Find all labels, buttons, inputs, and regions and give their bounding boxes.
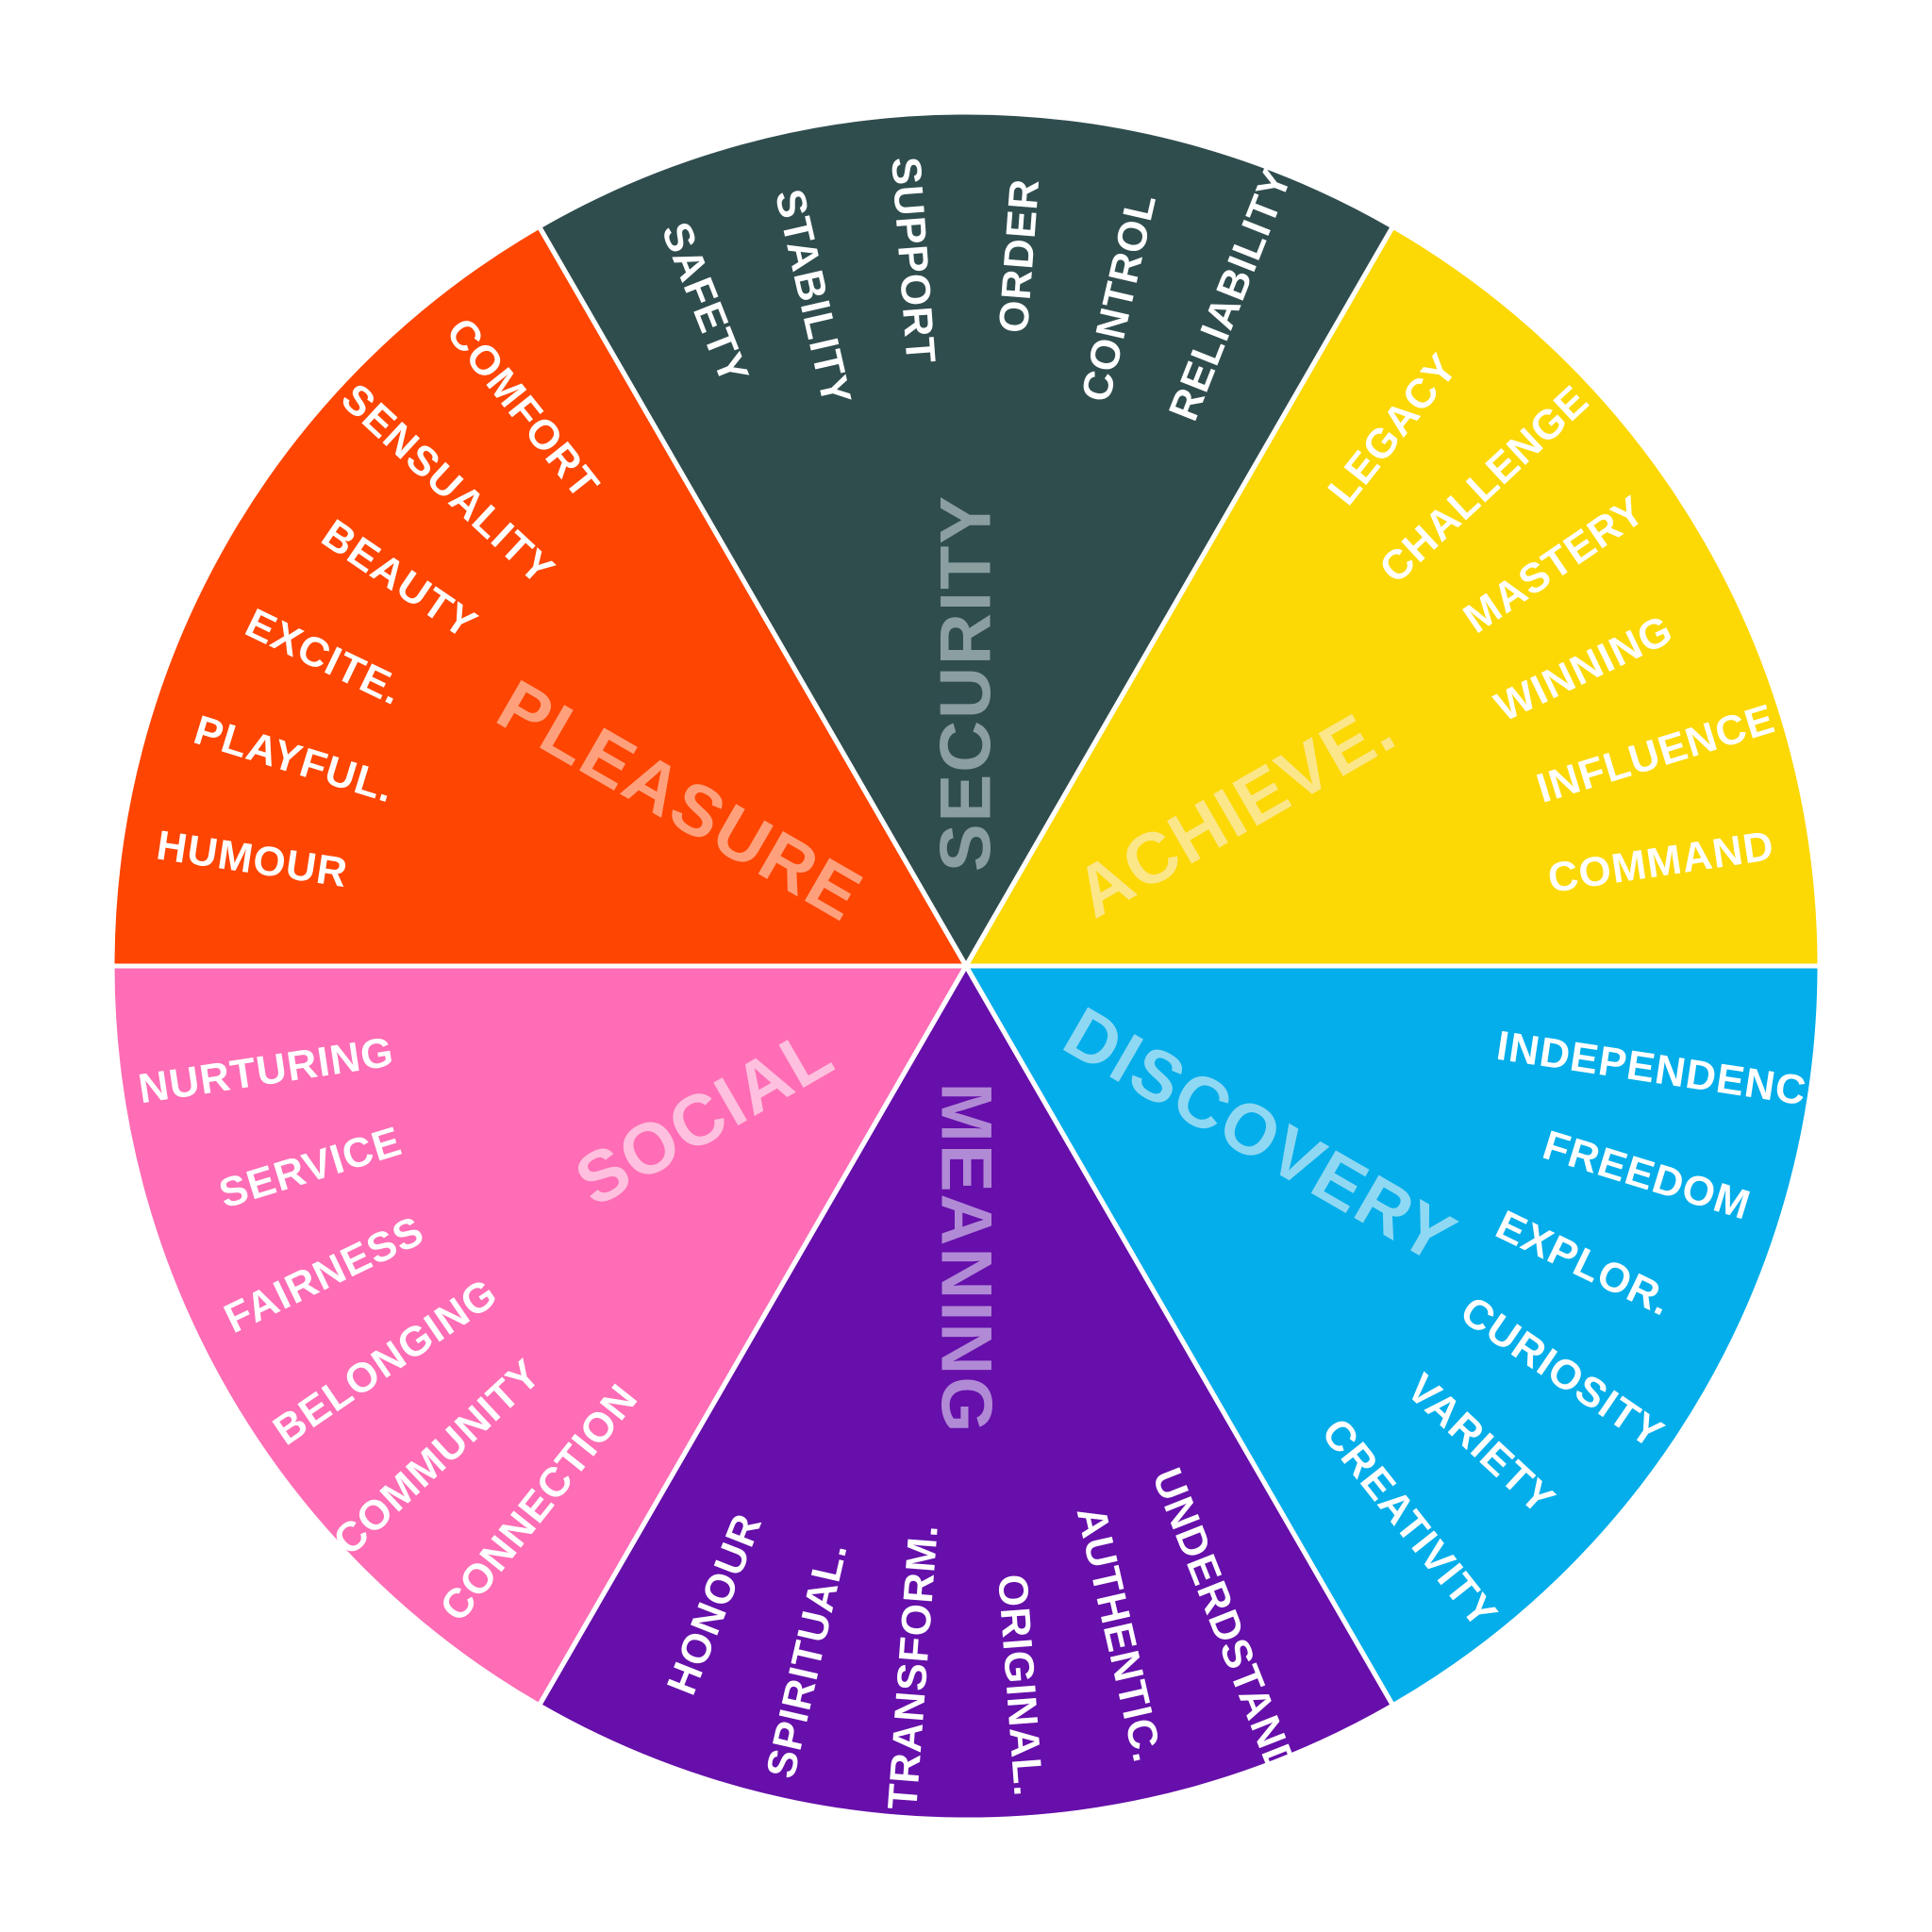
item-security-order: ORDER — [991, 177, 1048, 335]
divider-line — [537, 225, 969, 968]
sector-pleasure-wedge — [109, 223, 971, 969]
sector-social: SOCIALCONNECTIONCOMMUNITYBELONGINGFAIRNE… — [109, 963, 971, 1709]
sector-security-wedge — [536, 109, 1396, 972]
divider-line — [963, 964, 1395, 1707]
sector-pleasure: PLEASUREHUMOURPLAYFUL.EXCITE.BEAUTYSENSU… — [109, 223, 971, 969]
sector-achieve: ACHIEVE.LEGACYCHALLENGEMASTERYWINNINGINF… — [961, 223, 1823, 969]
sector-achieve-wedge — [961, 223, 1823, 969]
sector-discovery-wedge — [961, 963, 1823, 1709]
category-label-security: SECURITY — [926, 494, 1007, 872]
sector-meaning-wedge — [536, 960, 1396, 1823]
sector-social-wedge — [109, 963, 971, 1709]
divider-line — [537, 964, 969, 1707]
category-label-meaning: MEANING — [926, 1083, 1007, 1435]
divider-line — [963, 225, 1395, 968]
sector-dividers — [112, 225, 1820, 1707]
